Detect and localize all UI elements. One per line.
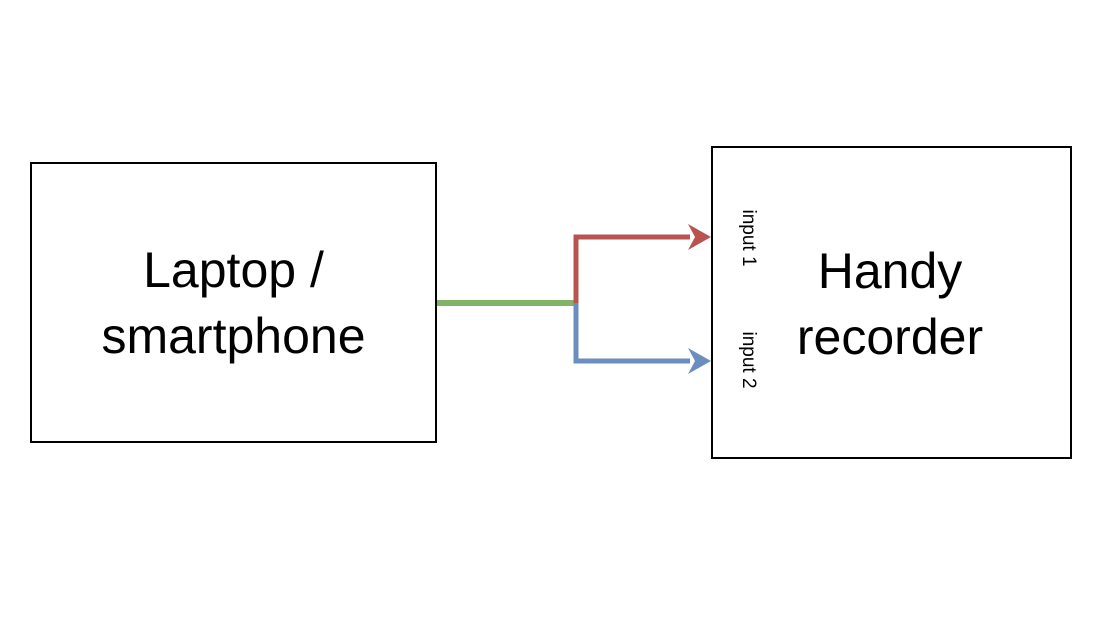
handy-recorder-node: [711, 146, 1072, 459]
recorder-label-line-2: recorder: [796, 309, 984, 365]
input-1-cable: [573, 234, 690, 303]
laptop-label-line-2: smartphone: [101, 307, 366, 364]
recorder-label-line-1: Handy: [817, 243, 963, 299]
laptop-label-line-1: Laptop /: [143, 241, 324, 298]
laptop-smartphone-label: Laptop / smartphone: [101, 237, 365, 369]
laptop-smartphone-node: Laptop / smartphone: [30, 162, 437, 443]
input-1-arrowhead: [688, 224, 711, 250]
input-2-cable: [573, 303, 690, 364]
handy-recorder-label: Handy recorder: [797, 238, 983, 370]
input-2-arrowhead: [688, 348, 711, 374]
